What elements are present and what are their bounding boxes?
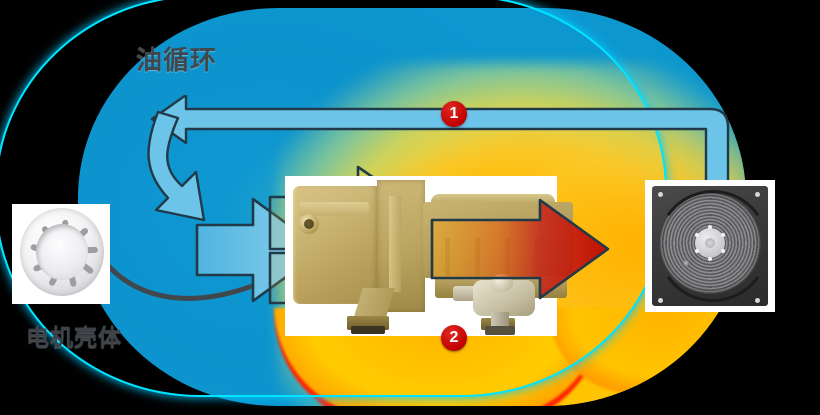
- status-badge: 1: [441, 101, 467, 127]
- axial-cooling-fan-icon: [645, 180, 775, 312]
- machine-foot-pad: [351, 326, 385, 334]
- machine-mid-rib: [389, 196, 401, 292]
- oil-inlet-curve-arrow-icon: [147, 110, 206, 222]
- machine-end-bell: [293, 186, 379, 304]
- motor-housing-label: 电机壳体: [26, 325, 122, 351]
- housing-inner-bore: [36, 224, 88, 280]
- status-badge: 2: [441, 325, 467, 351]
- hot-discharge-arrow-icon: [430, 198, 610, 300]
- machine-valve-base: [485, 326, 515, 335]
- page-title: 油循环: [136, 46, 218, 76]
- motor-housing-ring-icon: [12, 204, 110, 304]
- oil-return-arrow-icon: [150, 95, 730, 209]
- fan-screw: [683, 260, 689, 266]
- machine-valve-stem: [491, 312, 509, 328]
- machine-valve-pipe: [453, 286, 479, 301]
- machine-boss-bore: [304, 219, 314, 229]
- fan-hub-center: [705, 238, 715, 248]
